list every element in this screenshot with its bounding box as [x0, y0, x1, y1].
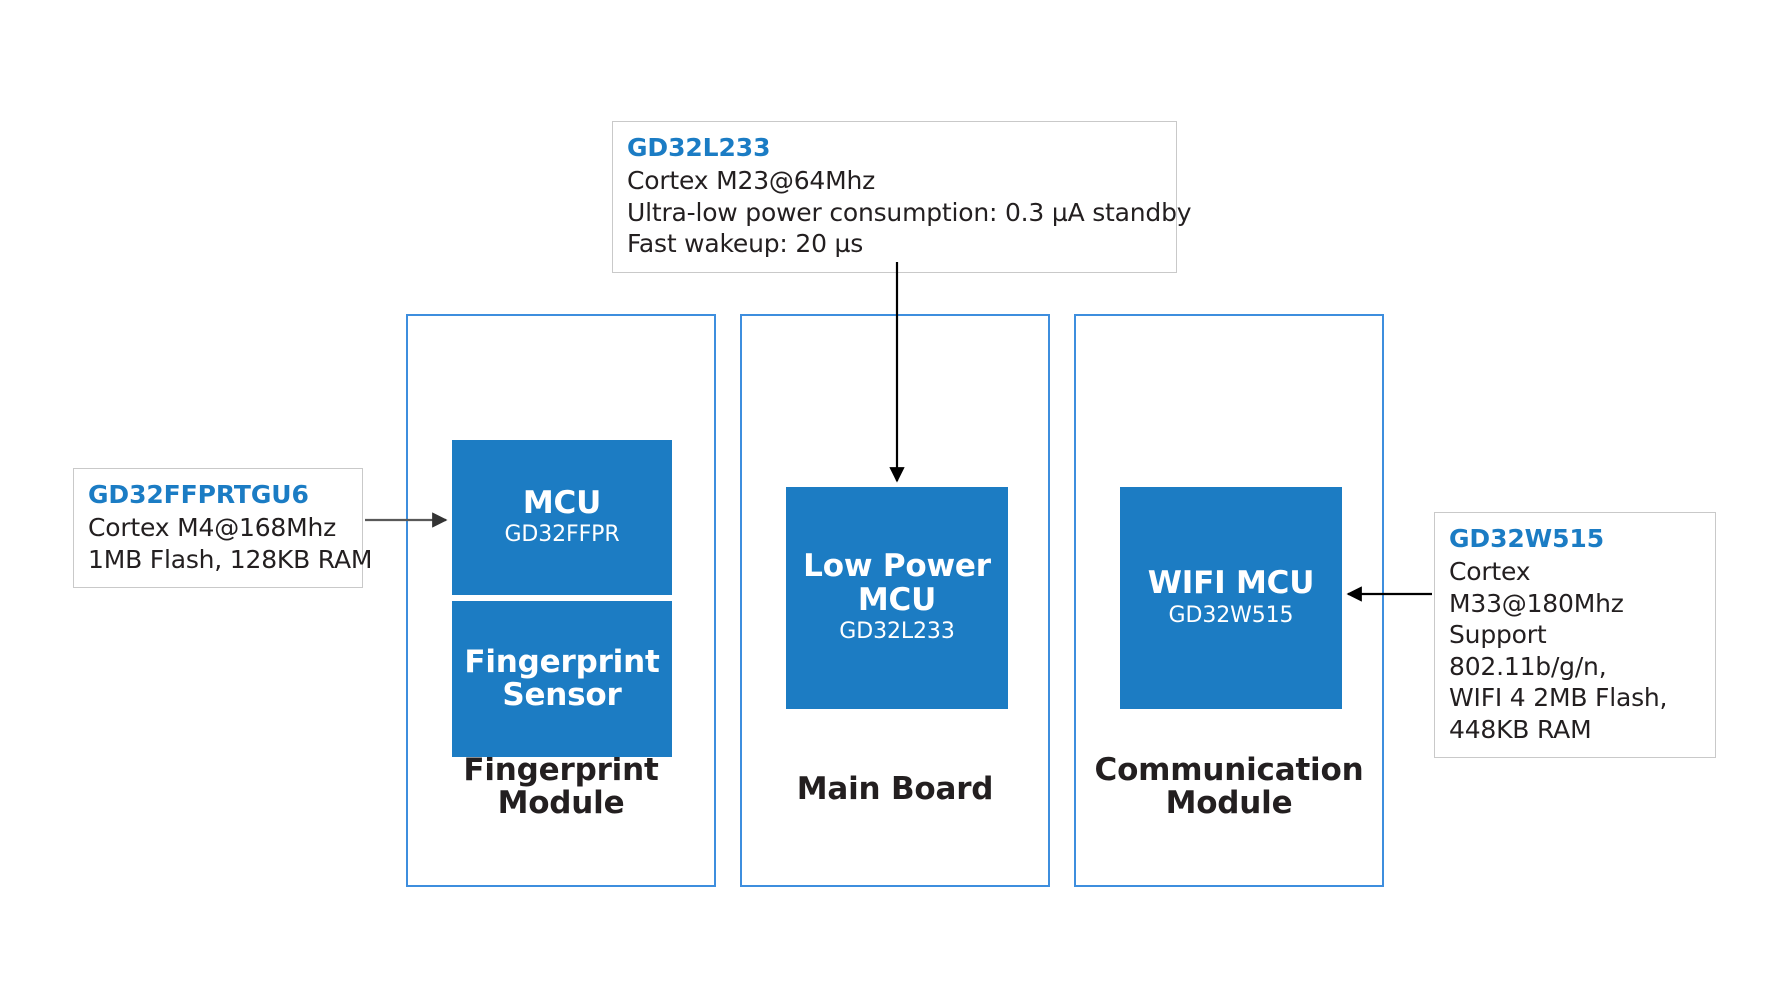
chip-divider-line: [452, 595, 672, 601]
module-caption-communication: Communication Module: [1076, 752, 1382, 822]
chip-block-fingerprint-sensor[interactable]: Fingerprint Sensor: [452, 601, 672, 757]
module-caption-line1: Main Board: [796, 771, 994, 807]
callout-title-gd32w515: GD32W515: [1449, 524, 1605, 553]
module-caption-line1: Communication: [1094, 752, 1364, 788]
module-caption-fingerprint: Fingerprint Module: [408, 752, 714, 822]
callout-line-4: 448KB RAM: [1449, 714, 1592, 744]
chip-subtitle-low-power-mcu: GD32L233: [839, 619, 955, 645]
chip-block-mcu[interactable]: MCU GD32FFPR: [452, 440, 672, 595]
chip-title-mcu: MCU: [522, 484, 602, 521]
module-caption-main-board: Main Board: [742, 771, 1048, 807]
chip-block-low-power-mcu[interactable]: Low Power MCU GD32L233: [786, 487, 1008, 709]
chip-subtitle-wifi-mcu: GD32W515: [1168, 602, 1294, 628]
module-caption-line2: Module: [497, 785, 625, 822]
callout-line-1: Cortex M4@168Mhz: [88, 513, 337, 543]
chip-subtitle-mcu: GD32FFPR: [504, 522, 620, 548]
callout-note-gd32l233[interactable]: GD32L233 Cortex M23@64Mhz Ultra-low powe…: [612, 121, 1192, 273]
callout-note-gd32w515[interactable]: GD32W515 Cortex M33@180Mhz Support 802.1…: [1434, 512, 1716, 759]
chip-title-fingerprint-sensor-line1: Fingerprint: [464, 643, 660, 680]
callout-line-2: Ultra-low power consumption: 0.3 µA stan…: [627, 197, 1192, 227]
chip-title-wifi-mcu: WIFI MCU: [1147, 565, 1315, 602]
module-caption-line2: Module: [1165, 785, 1293, 822]
callout-title-gd32l233: GD32L233: [627, 133, 771, 162]
chip-title-low-power-mcu-line2: MCU: [857, 581, 937, 618]
module-caption-line1: Fingerprint: [463, 752, 659, 788]
callout-line-1: Cortex M33@180Mhz: [1449, 557, 1624, 618]
callout-line-2: Support 802.11b/g/n,: [1449, 620, 1607, 681]
chip-title-low-power-mcu-line1: Low Power: [803, 548, 991, 585]
callout-note-gd32ffprtgu6[interactable]: GD32FFPRTGU6 Cortex M4@168Mhz 1MB Flash,…: [73, 468, 373, 589]
callout-line-2: 1MB Flash, 128KB RAM: [88, 544, 373, 574]
callout-line-1: Cortex M23@64Mhz: [627, 166, 876, 196]
callout-line-3: WIFI 4 2MB Flash,: [1449, 683, 1668, 713]
callout-title-gd32ffprtgu6: GD32FFPRTGU6: [88, 480, 309, 509]
callout-line-3: Fast wakeup: 20 µs: [627, 229, 864, 259]
chip-title-fingerprint-sensor-line2: Sensor: [502, 677, 622, 713]
chip-block-wifi-mcu[interactable]: WIFI MCU GD32W515: [1120, 487, 1342, 709]
